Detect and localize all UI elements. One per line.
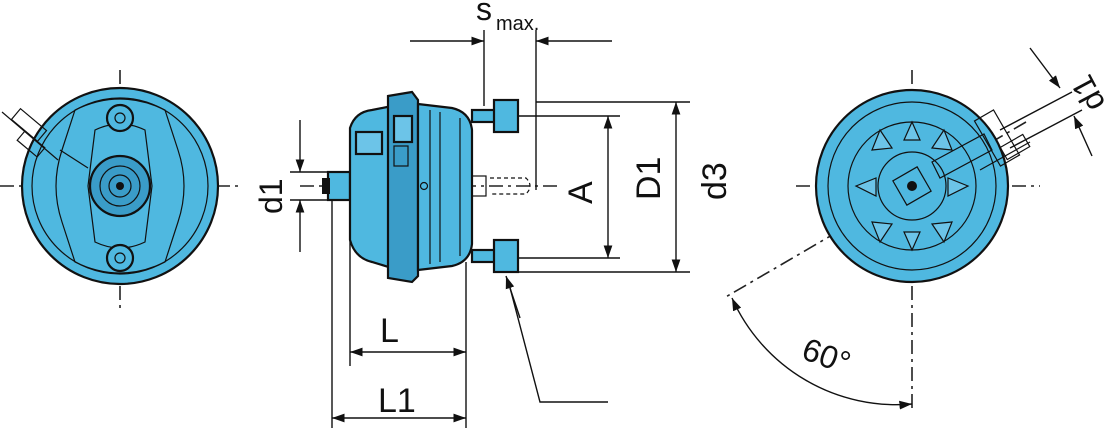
port-fitting-2 — [392, 114, 414, 144]
right-boss — [877, 151, 947, 221]
left-stud-top-hole — [114, 112, 126, 124]
dimension-lines — [290, 30, 690, 428]
pushrod-stroke-outline — [490, 177, 531, 195]
pushrod-rear — [471, 175, 487, 197]
left-front-view — [0, 70, 240, 312]
right-chamber-rim — [827, 101, 997, 271]
left-port-hole — [108, 174, 132, 198]
label-d3: d3 — [696, 162, 734, 200]
left-stud-top — [105, 103, 135, 133]
chamber-rear-shell — [416, 102, 474, 272]
left-port-ring — [99, 165, 141, 207]
right-center-dot — [907, 181, 917, 191]
right-d1-arrow-top — [1029, 47, 1061, 89]
label-L1: L1 — [378, 382, 416, 420]
pushrod-end — [322, 178, 330, 194]
left-stud-bottom — [105, 243, 135, 273]
right-lever-arm — [931, 133, 993, 179]
label-angle: 60° — [798, 331, 856, 381]
right-center-block — [892, 166, 932, 206]
label-s-sub: max. — [496, 13, 539, 35]
left-clamp-bolt — [1, 107, 89, 169]
middle-side-view — [300, 90, 560, 284]
stud-bottom-nut — [492, 238, 520, 274]
stud-bottom-shaft — [470, 248, 498, 264]
right-d1-arrow-bottom — [1073, 115, 1093, 157]
label-L: L — [380, 312, 399, 350]
left-stud-bottom-hole — [114, 252, 126, 264]
stud-top-shaft — [470, 108, 498, 124]
leader-line — [507, 279, 608, 403]
angle-arc — [731, 297, 913, 410]
label-A: A — [562, 181, 600, 204]
label-d1-right: d1 — [1064, 69, 1108, 117]
left-chamber-rim — [31, 97, 209, 275]
chamber-front-shell — [348, 104, 394, 270]
right-clamp-bolt — [973, 109, 1031, 171]
left-chamber-housing — [55, 98, 185, 274]
label-s: s — [476, 0, 492, 27]
label-D1: D1 — [630, 157, 668, 200]
right-ribs — [854, 120, 970, 252]
port-fitting-1 — [354, 130, 384, 156]
stud-top-nut — [492, 98, 520, 134]
drain-hole — [419, 181, 429, 191]
left-port-center — [116, 182, 124, 190]
label-d1-middle: d1 — [253, 178, 289, 214]
pushrod-nut — [326, 170, 352, 202]
right-rear-view — [723, 47, 1093, 410]
port-fitting-3 — [393, 145, 409, 167]
